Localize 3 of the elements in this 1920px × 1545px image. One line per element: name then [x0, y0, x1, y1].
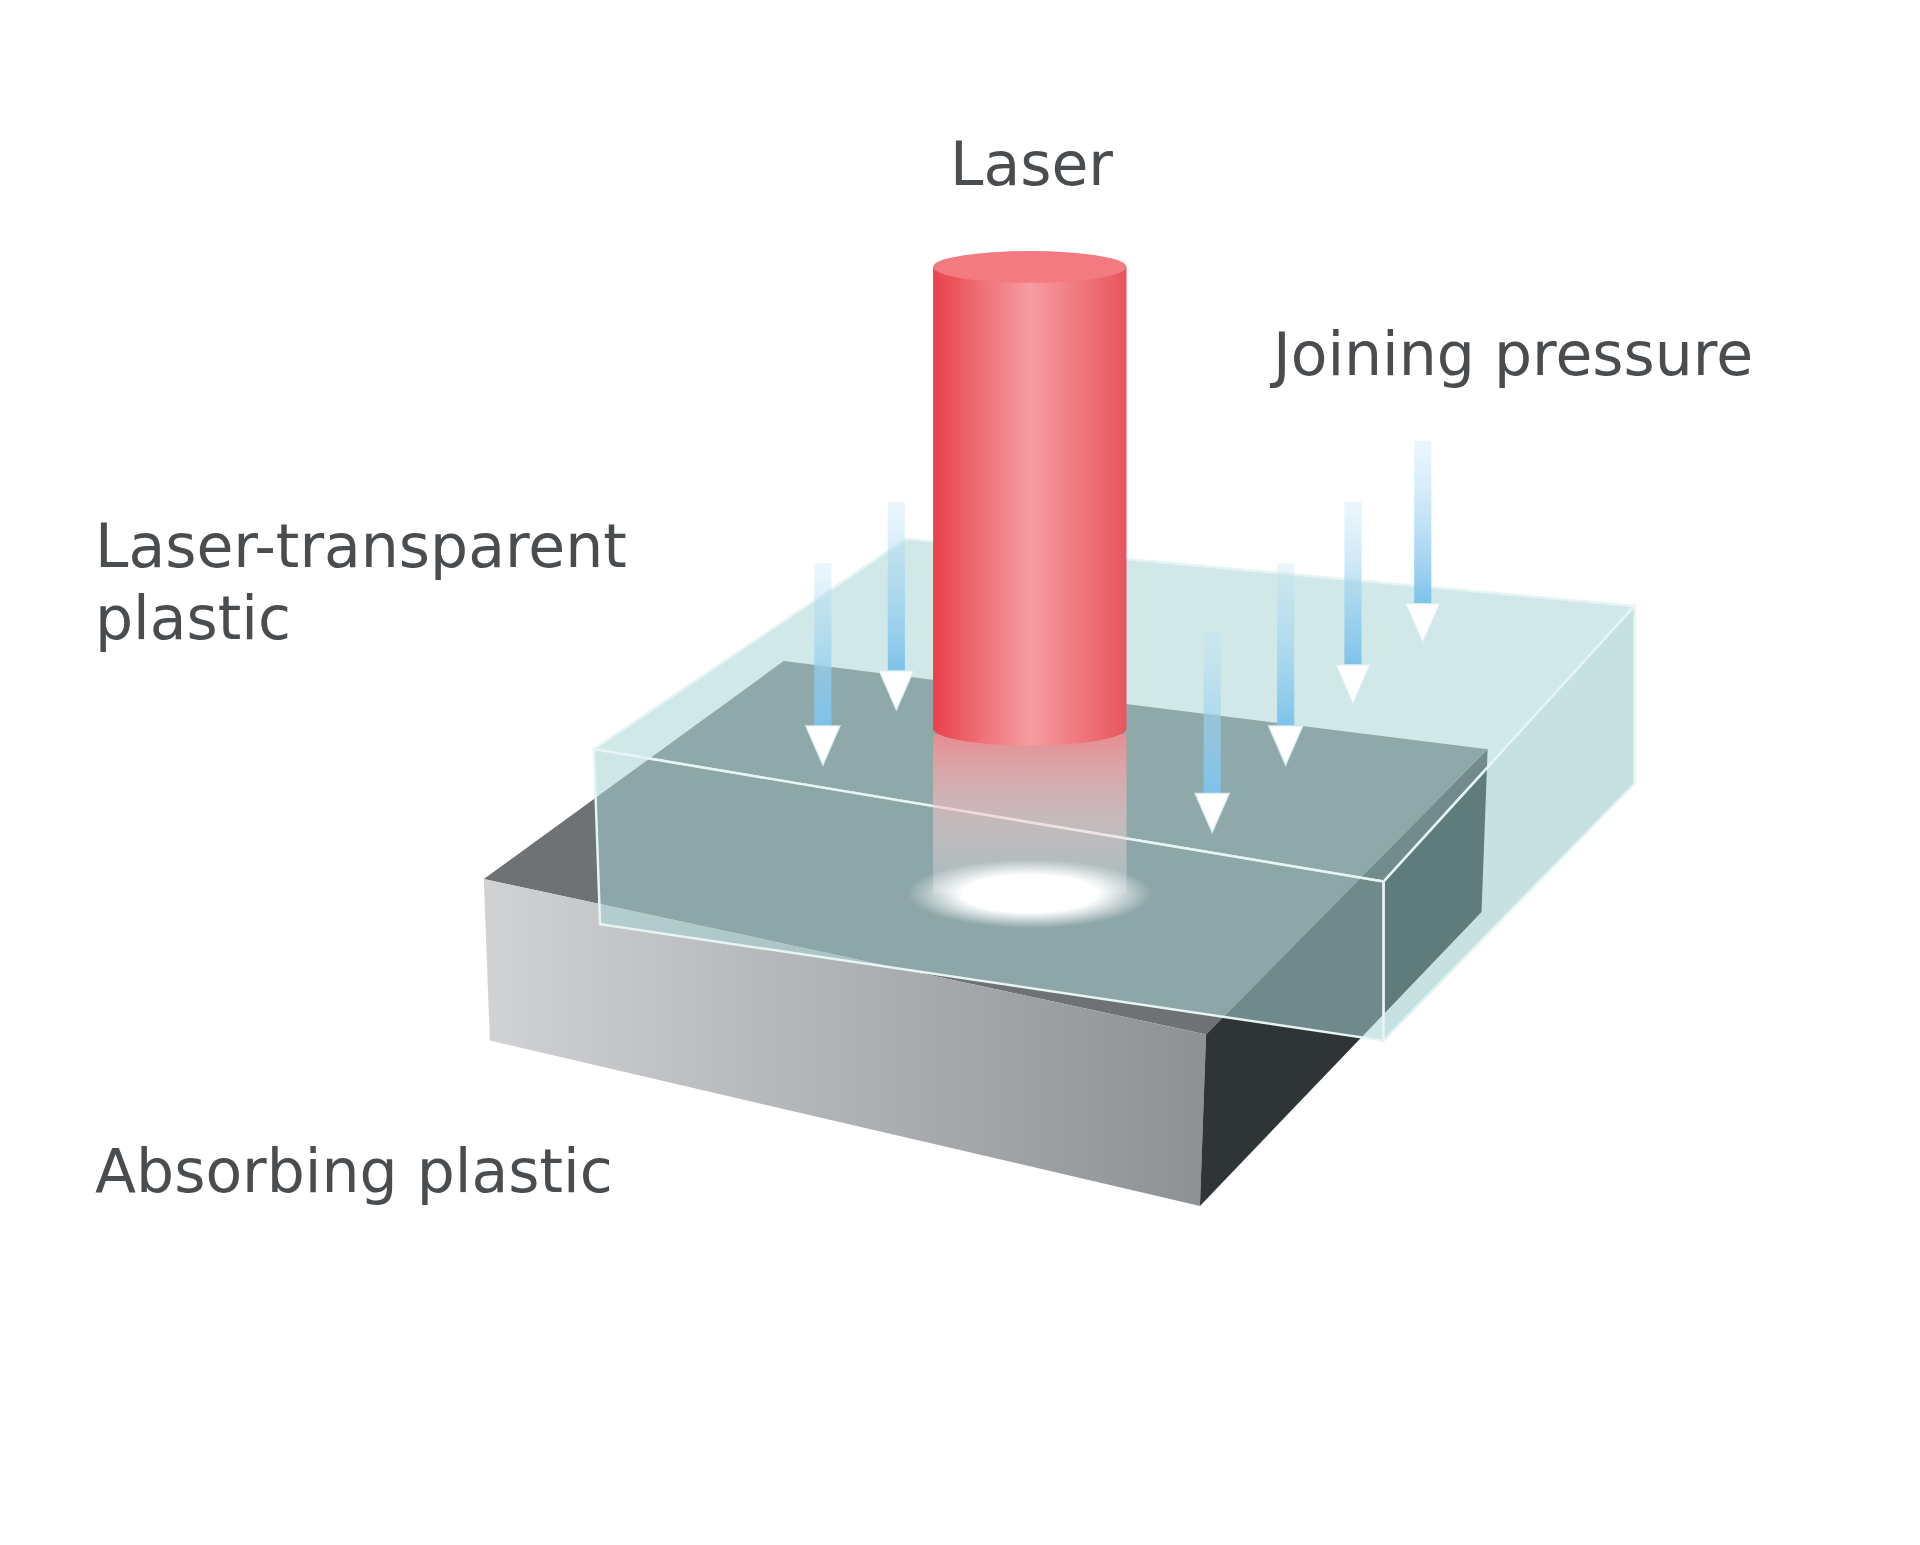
- part-label: Laser-transparent plastic: [95, 510, 628, 654]
- part-label: Laser: [950, 128, 1114, 200]
- part-label: Absorbing plastic: [95, 1135, 613, 1207]
